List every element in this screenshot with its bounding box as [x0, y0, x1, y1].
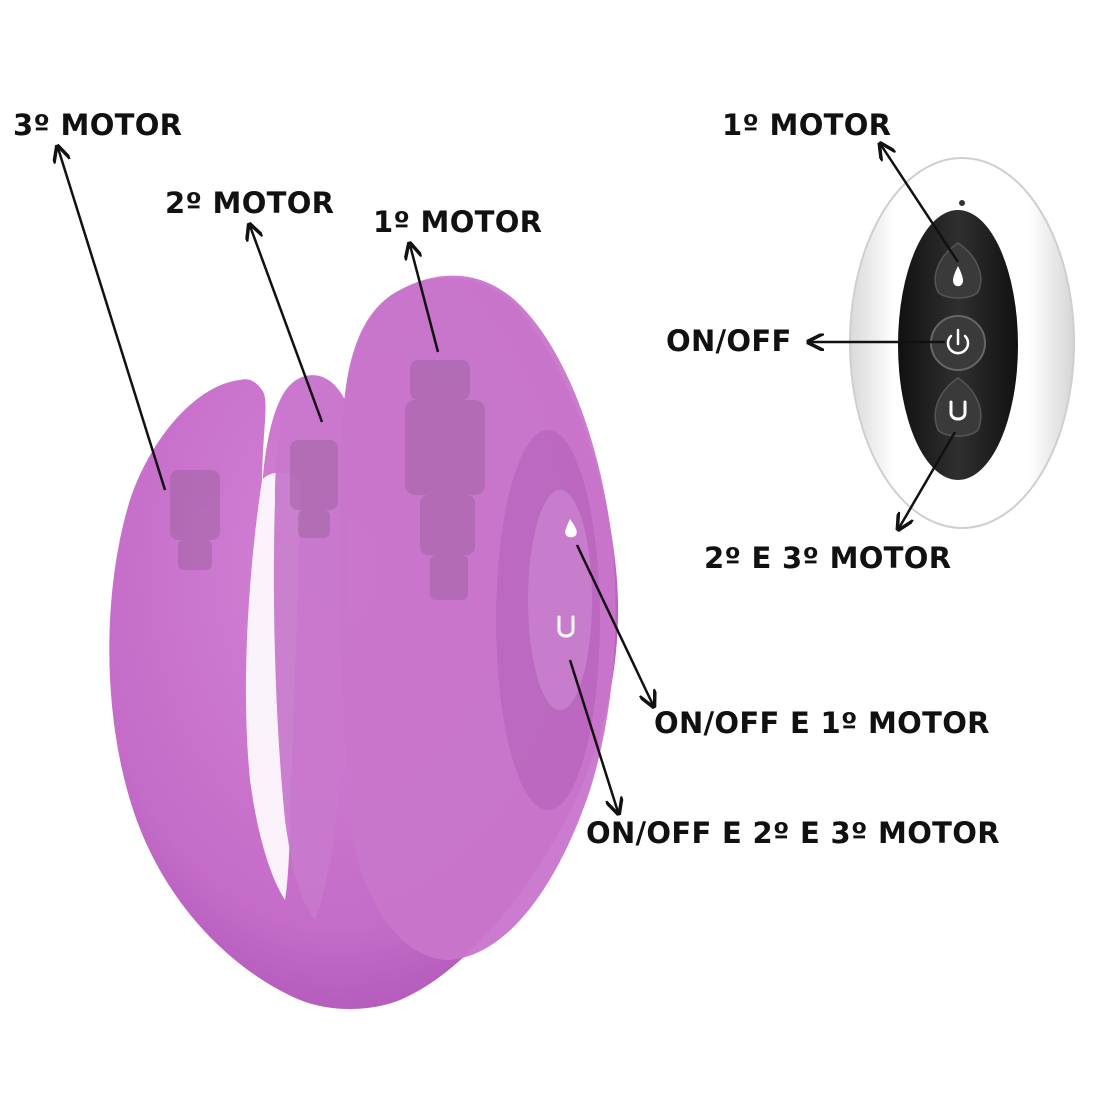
- motor-1-ghost: [405, 360, 485, 600]
- label-device-motor-3: 3º MOTOR: [13, 108, 183, 142]
- drop-icon: [953, 266, 963, 287]
- remote-illustration: [849, 157, 1075, 529]
- remote-button-bottom[interactable]: [934, 377, 982, 437]
- power-icon: [946, 328, 970, 355]
- arrow-device-onoff-motor-2-3: [568, 659, 618, 812]
- device-button-panel: [496, 430, 600, 810]
- label-remote-motor-2-3: 2º E 3º MOTOR: [704, 541, 952, 575]
- device-illustration: [109, 275, 619, 1009]
- arrow-remote-motor-2-3: [899, 431, 957, 528]
- label-device-onoff-motor-2-3: ON/OFF E 2º E 3º MOTOR: [586, 816, 1000, 850]
- label-device-onoff-motor-1: ON/OFF E 1º MOTOR: [654, 706, 990, 740]
- arrow-device-motor-1: [410, 245, 440, 353]
- label-device-motor-1: 1º MOTOR: [373, 205, 543, 239]
- arrow-device-motor-2: [250, 226, 324, 423]
- motor-2-ghost: [290, 440, 338, 538]
- remote-led: [959, 200, 965, 206]
- annotation-arrows: [58, 145, 960, 812]
- arrow-device-motor-3: [58, 148, 167, 491]
- label-remote-onoff: ON/OFF: [666, 324, 792, 358]
- motor-3-ghost: [170, 470, 220, 570]
- device-second-arm: [273, 378, 349, 920]
- u-shape-icon[interactable]: [557, 615, 575, 638]
- arrow-device-onoff-motor-1: [575, 544, 653, 705]
- arrow-remote-motor-1: [881, 145, 960, 263]
- u-shape-icon: [949, 400, 967, 421]
- label-device-motor-2: 2º MOTOR: [165, 186, 335, 220]
- label-remote-motor-1: 1º MOTOR: [722, 108, 892, 142]
- drop-icon[interactable]: [565, 519, 577, 538]
